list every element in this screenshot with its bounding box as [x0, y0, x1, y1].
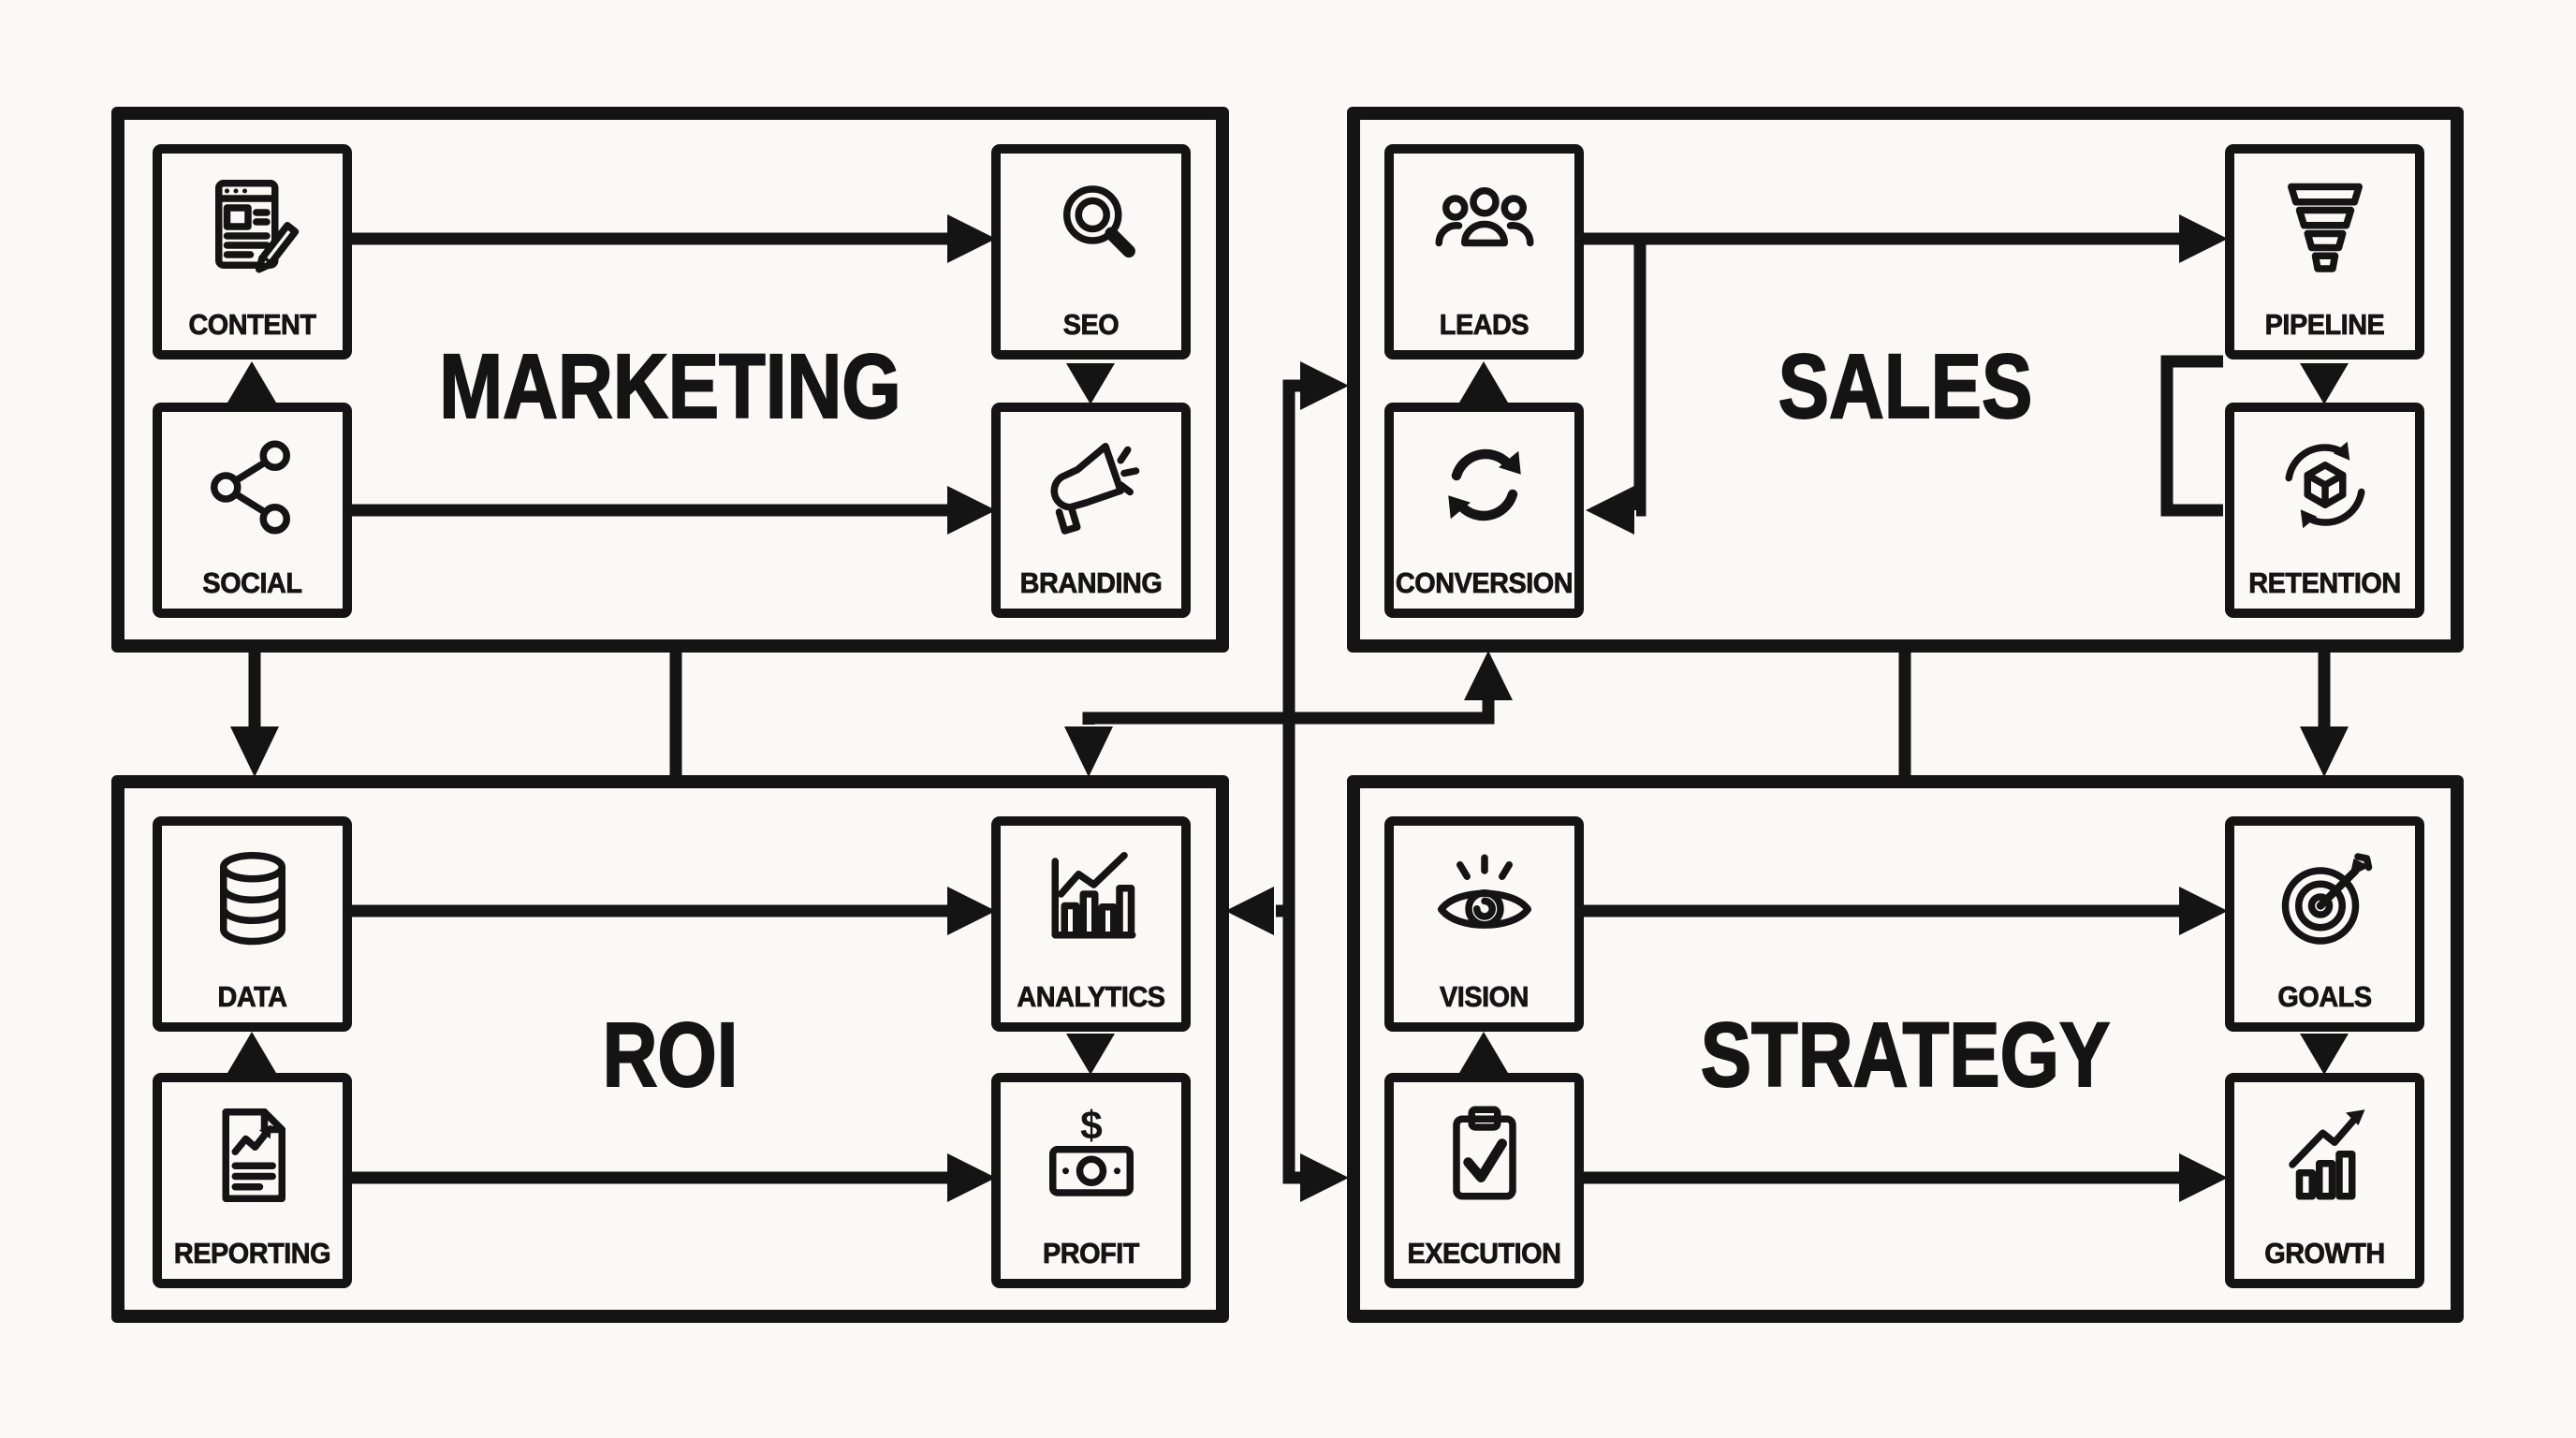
node-growth: GROWTH — [2225, 1073, 2424, 1288]
arrowhead — [947, 214, 996, 263]
node-leads: LEADS — [1384, 144, 1584, 360]
node-retention: RETENTION — [2225, 403, 2424, 618]
node-goals: GOALS — [2225, 816, 2424, 1032]
node-seo: SEO — [991, 144, 1191, 360]
pipeline-icon — [2287, 183, 2363, 272]
analytics-icon — [1051, 852, 1135, 939]
elbow-pipeline-to-retention — [2160, 355, 2223, 517]
node-execution: EXECUTION — [1384, 1073, 1584, 1288]
branding-icon — [1050, 443, 1139, 535]
quadrant-strategy: STRATEGY — [1347, 775, 2464, 1323]
elbow-leads-to-conversion — [1633, 239, 1647, 517]
node-label-conversion: CONVERSION — [1395, 565, 1573, 599]
node-label-social: SOCIAL — [202, 565, 302, 599]
node-analytics: ANALYTICS — [991, 816, 1191, 1032]
arrowhead-into-roi — [1225, 887, 1274, 935]
arrowhead-into-sales — [1300, 361, 1349, 410]
arrow-reporting-to-data — [227, 1032, 276, 1073]
node-label-growth: GROWTH — [2264, 1236, 2386, 1269]
goals-icon — [2281, 853, 2372, 945]
arrow-seo-to-branding — [1066, 363, 1115, 404]
center-bus-line — [1276, 379, 1300, 1184]
node-social: SOCIAL — [153, 403, 352, 618]
arrow-pipeline-to-retention — [2300, 363, 2349, 404]
conversion-icon — [1447, 448, 1521, 521]
arrowhead — [2179, 214, 2228, 263]
seo-icon — [1062, 185, 1135, 258]
node-label-pipeline: PIPELINE — [2264, 307, 2385, 341]
node-reporting: REPORTING — [153, 1073, 352, 1288]
arrowhead — [947, 887, 996, 935]
node-label-retention: RETENTION — [2248, 565, 2402, 599]
node-label-analytics: ANALYTICS — [1017, 979, 1165, 1013]
arrowhead-up-into-sales — [1464, 651, 1513, 700]
leads-icon — [1435, 186, 1533, 247]
quadrant-title-sales: SALES — [1778, 335, 2033, 437]
arrow-analytics-to-profit — [1066, 1034, 1115, 1075]
retention-icon — [2285, 441, 2364, 529]
node-data: DATA — [153, 816, 352, 1032]
node-label-content: CONTENT — [188, 307, 316, 341]
node-label-reporting: REPORTING — [173, 1236, 331, 1269]
arrowhead — [2300, 726, 2349, 777]
arrowhead-down-into-roi — [1064, 726, 1113, 777]
node-conversion: CONVERSION — [1384, 403, 1584, 618]
node-label-leads: LEADS — [1439, 307, 1530, 341]
node-pipeline: PIPELINE — [2225, 144, 2424, 360]
arrowhead — [230, 726, 279, 777]
arrowhead — [1586, 486, 1634, 535]
node-label-profit: PROFIT — [1043, 1236, 1140, 1269]
quadrant-marketing: MARKETING — [111, 107, 1229, 653]
node-vision: VISION — [1384, 816, 1584, 1032]
execution-icon — [1452, 1106, 1516, 1200]
node-branding: BRANDING — [991, 403, 1191, 618]
arrowhead — [2179, 1153, 2228, 1202]
quadrant-title-marketing: MARKETING — [438, 335, 901, 437]
quadrant-title-strategy: STRATEGY — [1700, 1004, 2111, 1106]
node-profit: $ PROFIT — [991, 1073, 1191, 1288]
quadrant-sales: SALES — [1347, 107, 2464, 653]
node-content: CONTENT — [153, 144, 352, 360]
node-label-branding: BRANDING — [1019, 565, 1163, 599]
vision-icon — [1437, 854, 1531, 929]
node-label-seo: SEO — [1062, 307, 1120, 341]
quadrant-title-roi: ROI — [602, 1004, 739, 1106]
reporting-icon — [222, 1108, 285, 1202]
profit-icon: $ — [1048, 1105, 1134, 1196]
data-icon — [219, 852, 285, 946]
node-label-goals: GOALS — [2277, 979, 2372, 1013]
node-label-data: DATA — [217, 979, 287, 1013]
arrow-conversion-to-leads — [1459, 361, 1508, 403]
node-label-vision: VISION — [1440, 979, 1530, 1013]
quadrant-roi: ROI — [111, 775, 1229, 1323]
arrowhead-into-strategy — [1300, 1153, 1349, 1202]
social-icon — [210, 440, 290, 535]
growth-icon — [2288, 1109, 2364, 1200]
node-label-execution: EXECUTION — [1407, 1236, 1561, 1269]
svg-text:$: $ — [1080, 1105, 1103, 1149]
arrow-execution-to-vision — [1459, 1032, 1508, 1073]
arrowhead — [2179, 887, 2228, 935]
arrowhead — [947, 486, 996, 535]
arrowhead — [947, 1153, 996, 1202]
arrow-social-to-content — [227, 361, 276, 403]
content-icon — [214, 180, 299, 273]
arrow-goals-to-growth — [2300, 1034, 2349, 1075]
